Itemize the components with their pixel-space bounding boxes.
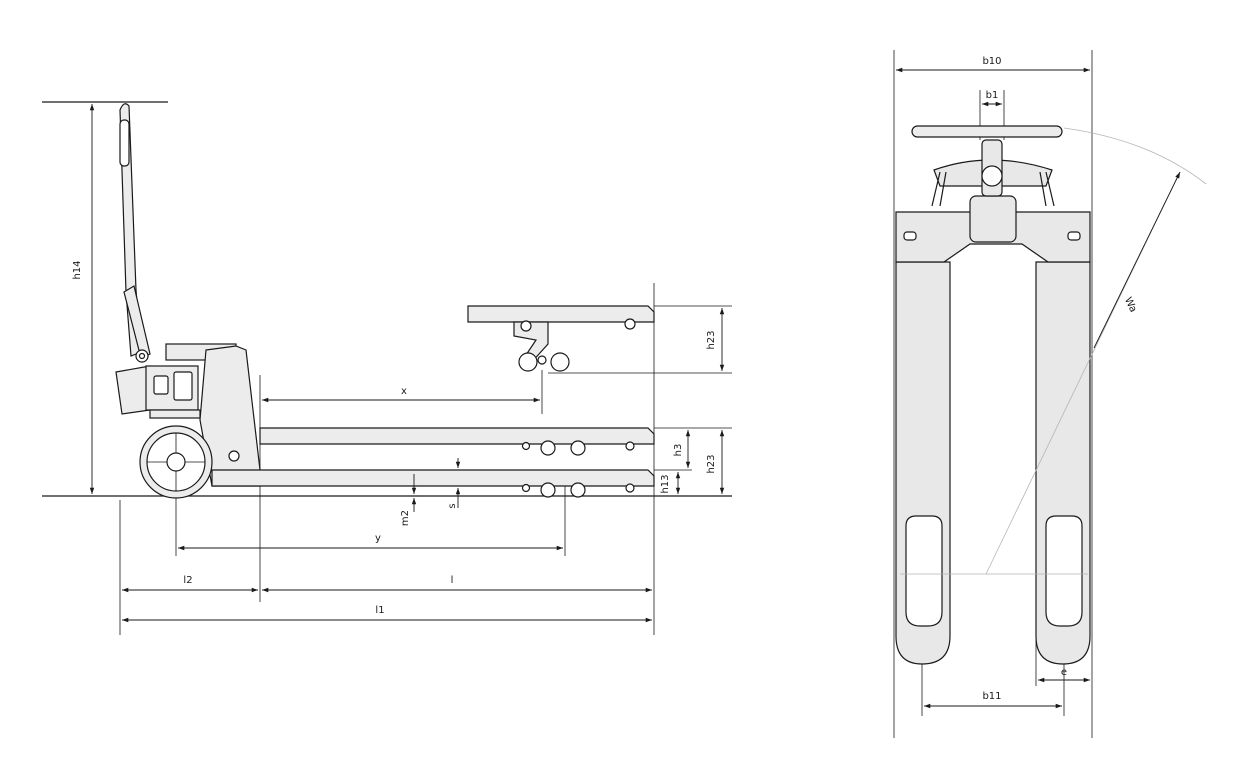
- turning-radius-arc: [1063, 127, 1207, 185]
- pump-unit: [115, 343, 261, 487]
- fork-right-roller-window: [1045, 515, 1083, 627]
- fork-lowered: [211, 469, 655, 498]
- steer-wheel-hub: [166, 452, 186, 472]
- tiller-handle-grip: [911, 125, 1063, 138]
- handle-grip-slot: [119, 119, 130, 167]
- tiller-handle: [119, 103, 151, 363]
- label-s: s: [447, 503, 458, 508]
- label-h3: h3: [673, 444, 684, 457]
- label-x: x: [401, 386, 407, 397]
- handle-pivot-pin: [138, 352, 146, 360]
- label-h23-bottom: h23: [706, 454, 717, 473]
- label-b10: b10: [982, 56, 1001, 67]
- label-h14: h14: [72, 260, 83, 279]
- label-wa: Wa: [1122, 296, 1139, 315]
- label-l1: l1: [375, 605, 384, 616]
- pump-lever-plate: [115, 365, 151, 415]
- load-roller: [570, 482, 586, 498]
- release-lever: [153, 375, 169, 395]
- load-roller: [540, 482, 556, 498]
- top-view: b10 b1 Wa b11 e: [893, 50, 1207, 738]
- link-left-b: [939, 171, 947, 207]
- fork-lowered-body: [211, 469, 655, 487]
- load-roller: [570, 440, 586, 456]
- fork-detail-body: [467, 305, 655, 323]
- label-y: y: [375, 533, 381, 544]
- label-h23-top: h23: [706, 330, 717, 349]
- roller-axle: [537, 355, 547, 365]
- entry-roller: [624, 318, 636, 330]
- dim-wa: [1093, 171, 1181, 349]
- tiller-pivot: [981, 165, 1003, 187]
- entry-roller: [625, 441, 635, 451]
- load-roller: [550, 352, 570, 372]
- side-view: h14 h23 x h3 h23 h13 m2 s y l2 l l1: [42, 101, 732, 635]
- label-e: e: [1061, 667, 1067, 678]
- load-roller: [518, 352, 538, 372]
- handle-lower-link: [123, 285, 151, 359]
- pump-cylinder: [173, 371, 193, 401]
- label-b11: b11: [982, 691, 1001, 702]
- fork-raised-body: [259, 427, 655, 445]
- link-left-a: [931, 171, 941, 207]
- roller-link-pin: [521, 441, 531, 451]
- link-right-b: [1045, 171, 1055, 207]
- entry-roller: [625, 483, 635, 493]
- chassis-slot-right: [1067, 231, 1081, 241]
- chassis-hole: [228, 450, 240, 462]
- roller-link-pin: [521, 483, 531, 493]
- handle-pivot: [135, 349, 149, 363]
- label-l: l: [451, 575, 454, 586]
- label-h13: h13: [660, 474, 671, 493]
- label-b1: b1: [986, 90, 999, 101]
- fork-raised: [259, 427, 655, 456]
- pump-block: [969, 195, 1017, 243]
- load-roller: [540, 440, 556, 456]
- chassis-slot-left: [903, 231, 917, 241]
- fork-tip-detail: [467, 305, 655, 372]
- link-pin: [520, 320, 532, 332]
- link-right-a: [1039, 171, 1047, 207]
- label-l2: l2: [183, 575, 192, 586]
- label-m2: m2: [400, 510, 411, 526]
- fork-left-roller-window: [905, 515, 943, 627]
- steer-wheel: [139, 425, 213, 499]
- pump-base: [149, 409, 201, 419]
